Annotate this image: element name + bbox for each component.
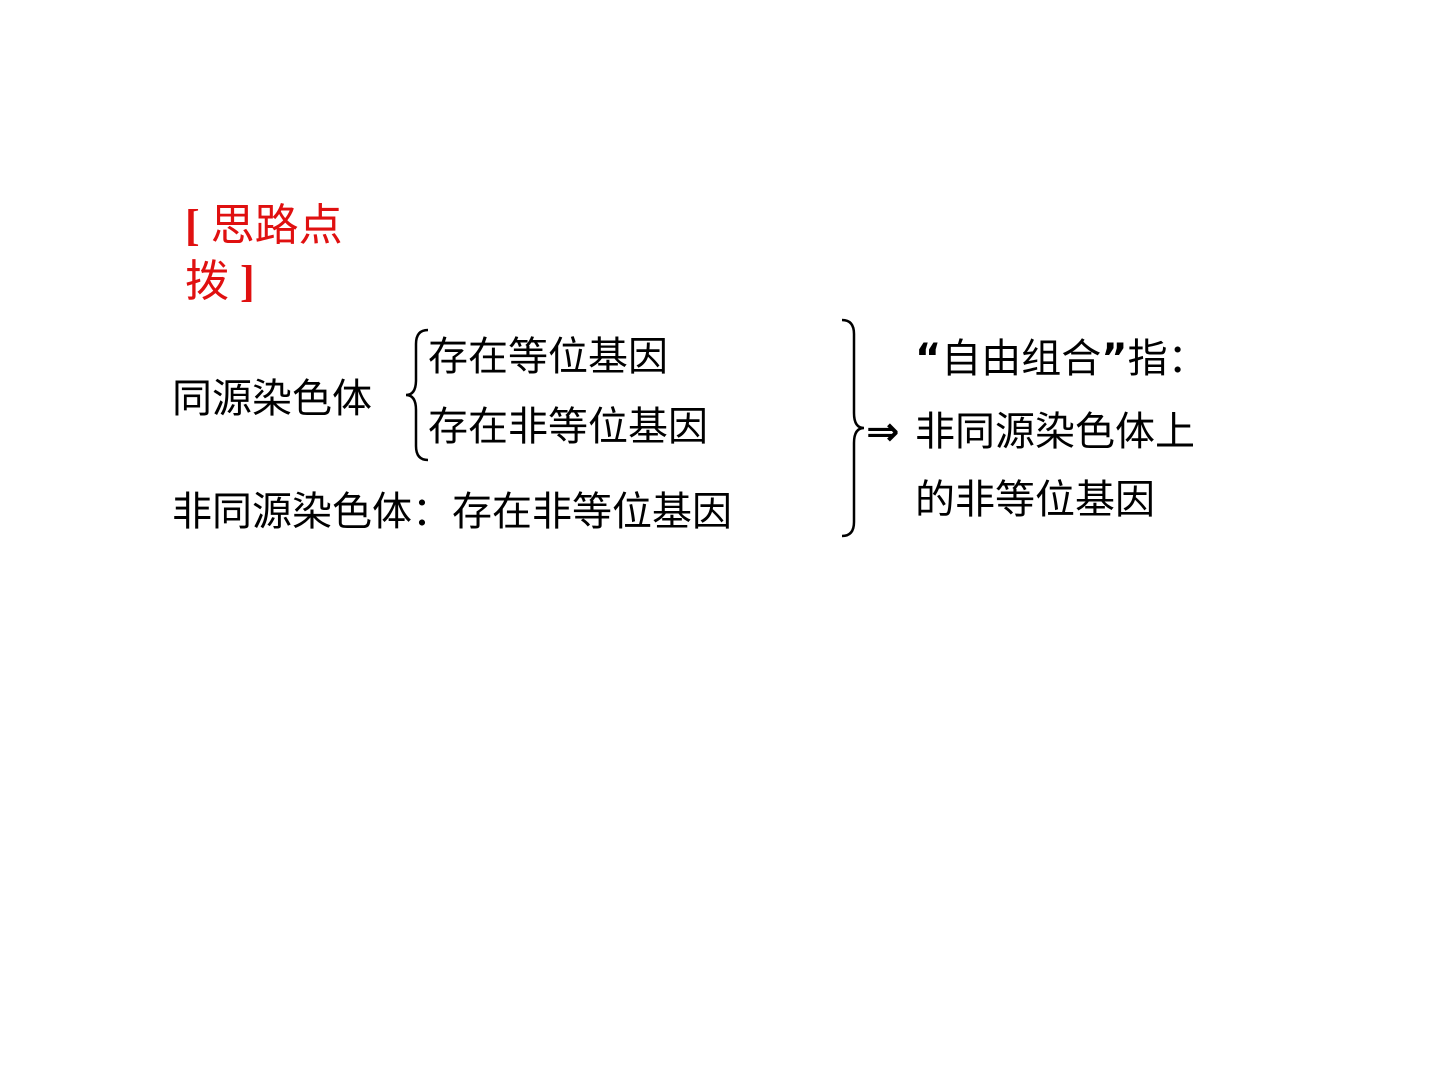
conclusion-line-1: “自由组合”指：: [915, 334, 1208, 384]
left-brace-icon: [405, 328, 429, 462]
implies-arrow-icon: ⇒: [866, 409, 900, 455]
free-combination-term: 自由组合: [941, 336, 1102, 382]
close-quote: ”: [1101, 336, 1128, 382]
hint-title: 思路点拨: [185, 201, 343, 306]
open-quote: “: [915, 336, 942, 382]
right-brace-icon: [841, 318, 865, 538]
hint-bracket-close: ]: [240, 257, 255, 306]
homologous-label: 同源染色体: [172, 376, 372, 422]
non-homologous-line: 非同源染色体：存在非等位基因: [172, 489, 732, 535]
conclusion-line-2: 非同源染色体上: [915, 409, 1195, 455]
conclusion-line-3: 的非等位基因: [915, 477, 1155, 523]
hint-bracket-open: [: [185, 201, 200, 250]
homologous-item-alleles: 存在等位基因: [428, 334, 668, 380]
hint-heading: [ 思路点拨 ]: [185, 198, 370, 310]
homologous-item-non-alleles: 存在非等位基因: [428, 404, 708, 450]
refers-to: 指：: [1127, 336, 1208, 382]
